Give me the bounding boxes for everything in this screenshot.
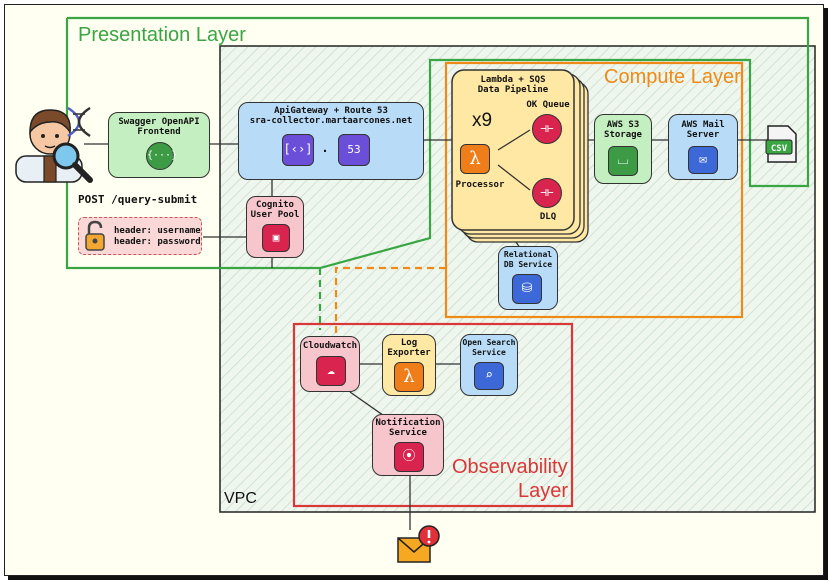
opensearch-icon: ⌕ [474, 362, 504, 390]
header-username: header: username [114, 226, 201, 236]
presentation-layer-title: Presentation Layer [78, 24, 246, 46]
dna-icon [67, 106, 91, 138]
cognito-label-2: User Pool [250, 210, 300, 220]
rds-label-1: Relational [503, 250, 553, 259]
opensearch-label-1: Open Search [462, 338, 516, 347]
observability-layer-title-1: Observability [452, 456, 568, 478]
s3-label-2: Storage [604, 130, 642, 140]
observability-layer-border [292, 322, 574, 508]
gateway-icon: [‹›] [282, 134, 314, 166]
cloudwatch-icon: ☁ [316, 356, 346, 386]
s3-bucket-icon: ⌴ [608, 146, 638, 176]
api-icon: {···} [146, 142, 177, 170]
notification-label-1: Notification [375, 418, 441, 428]
vpc-label: VPC [224, 490, 257, 507]
mail-label-1: AWS Mail [681, 120, 725, 130]
dashed-link-compute [334, 266, 446, 334]
header-password: header: password [114, 237, 201, 247]
lambda-log-exporter-icon: λ [394, 362, 424, 392]
apigw-label-2: sra-collector.martaarcones.net [249, 116, 413, 126]
observability-layer-title-2: Layer [518, 480, 569, 502]
mail-label-2: Server [686, 130, 720, 140]
processor-label: Processor [455, 180, 505, 190]
csv-file-icon [765, 125, 797, 163]
dlq-label: DLQ [539, 212, 557, 222]
swagger-label-1: Swagger OpenAPI [118, 117, 200, 127]
rds-label-2: DB Service [503, 260, 553, 269]
endpoint-label: POST /query-submit [78, 193, 198, 206]
opensearch-label-2: Service [472, 348, 506, 357]
log-exporter-label-2: Exporter [387, 348, 431, 358]
lambda-processor-icon: λ [460, 144, 490, 174]
s3-label-1: AWS S3 [606, 120, 640, 130]
route53-icon: 53 [338, 134, 370, 166]
csv-badge: CSV [770, 144, 788, 154]
swagger-label-2: Frontend [137, 127, 181, 137]
apigw-label-1: ApiGateway + Route 53 [274, 106, 388, 116]
cloudwatch-label: Cloudwatch [302, 341, 358, 351]
cognito-icon: ▣ [262, 224, 290, 252]
magnifier-icon [52, 142, 93, 183]
compute-layer-title: Compute Layer [604, 66, 741, 88]
sns-icon: ⦿ [394, 442, 424, 472]
log-exporter-label-1: Log [400, 338, 418, 348]
sqs-ok-queue-icon: ⊣⊢ [532, 114, 562, 144]
plus-sign: · [321, 144, 329, 158]
pipeline-multiplier: x9 [472, 110, 493, 131]
compute-layer-border [444, 61, 744, 319]
api-gateway-node[interactable] [238, 102, 424, 180]
envelope-alert-icon [397, 525, 440, 563]
pipeline-label-2: Data Pipeline [477, 85, 549, 95]
pipeline-label-1: Lambda + SQS [480, 75, 546, 85]
padlock-icon [85, 220, 105, 251]
notification-label-2: Service [389, 428, 427, 438]
sqs-dlq-icon: ⊣⊢ [532, 178, 562, 208]
cognito-label-1: Cognito [256, 200, 294, 210]
presentation-layer-border [65, 16, 810, 270]
mail-icon: ✉ [688, 146, 718, 174]
rds-icon: ⛁ [512, 274, 542, 304]
ok-queue-label: OK Queue [526, 100, 570, 110]
